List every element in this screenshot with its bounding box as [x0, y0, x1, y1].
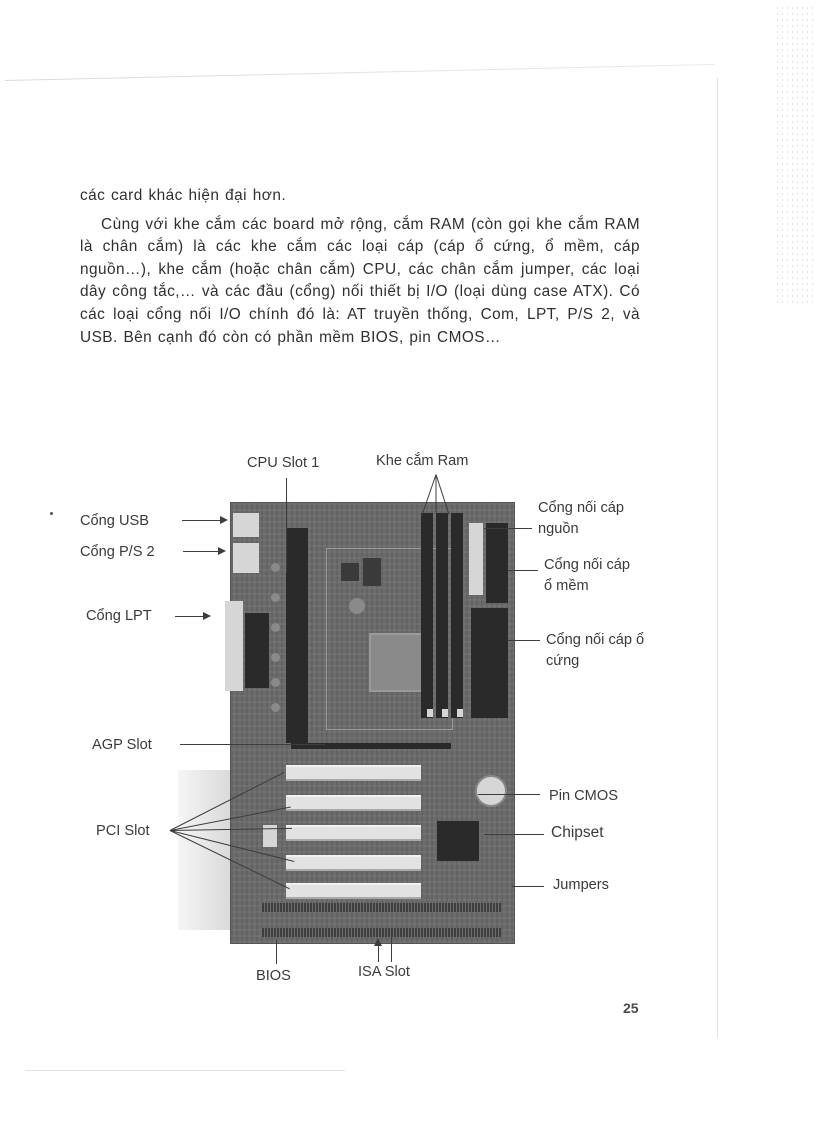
label-agp-slot: AGP Slot [92, 737, 152, 753]
pci-slot-3 [286, 825, 421, 841]
cpu-slot-shape [286, 528, 308, 743]
scan-page-edge-bottom [25, 1070, 345, 1071]
agp-slot-shape [291, 743, 451, 749]
northbridge-chip [369, 633, 423, 692]
small-chip [263, 825, 277, 847]
scan-noise [775, 5, 816, 305]
label-floppy-connector: Cổng nối cáp ổ mềm [544, 557, 631, 594]
page-number: 25 [623, 1000, 639, 1016]
arrow-usb-icon [220, 516, 228, 524]
cmos-battery-shape [475, 775, 507, 807]
label-lpt-port: Cổng LPT [86, 608, 152, 624]
body-text: các card khác hiện đại hơn. Cùng với khe… [80, 185, 640, 349]
ram-slot-1 [421, 513, 433, 718]
label-ps2-port: Cổng P/S 2 [80, 544, 155, 560]
label-cpu-slot: CPU Slot 1 [247, 455, 320, 471]
leader-usb [182, 520, 222, 521]
motherboard-photo [225, 502, 515, 944]
arrow-ps2-icon [218, 547, 226, 555]
ide-connector-shape [471, 608, 508, 718]
ps2-port-shape [233, 543, 259, 573]
label-ram-slot: Khe cắm Ram [376, 453, 469, 469]
leader-isa-2 [391, 930, 392, 962]
arrow-isa-icon [374, 938, 382, 946]
leader-cpu-slot [286, 478, 287, 573]
pci-slot-1 [286, 765, 421, 781]
leader-isa-1 [378, 943, 379, 962]
label-usb-port: Cổng USB [80, 513, 149, 529]
scan-page-edge-right [717, 78, 718, 1038]
leader-bios [276, 940, 277, 964]
leader-cmos [478, 794, 540, 795]
power-connector-shape [469, 523, 483, 595]
arrow-lpt-icon [203, 612, 211, 620]
floppy-connector-shape [486, 523, 508, 603]
pci-slot-4 [286, 855, 421, 871]
label-isa-slot: ISA Slot [358, 964, 410, 980]
ram-slot-3 [451, 513, 463, 718]
pci-slot-2 [286, 795, 421, 811]
isa-slot-2 [261, 928, 501, 937]
pci-slot-5 [286, 883, 421, 899]
leader-power [484, 528, 532, 529]
leader-chipset [484, 834, 544, 835]
label-power-connector: Cổng nối cáp nguồn [538, 500, 625, 537]
label-jumpers: Jumpers [553, 877, 609, 893]
label-cmos-battery: Pin CMOS [549, 788, 618, 804]
chipset-shape [437, 821, 479, 861]
leader-hdd [508, 640, 540, 641]
label-pci-slot: PCI Slot [96, 823, 150, 839]
io-block [245, 613, 269, 688]
usb-port-shape [233, 513, 259, 537]
ram-slot-2 [436, 513, 448, 718]
leader-floppy [508, 570, 538, 571]
label-bios: BIOS [256, 968, 291, 984]
leader-lpt [175, 616, 205, 617]
isa-slot-1 [261, 903, 501, 912]
paragraph-io-ports: Cùng với khe cắm các board mở rộng, cắm … [80, 215, 640, 346]
leader-jumpers [512, 886, 544, 887]
lpt-port-shape [225, 601, 243, 691]
leader-ps2 [183, 551, 220, 552]
leader-agp [180, 744, 325, 745]
scan-dot [50, 512, 53, 515]
paragraph-continuation: các card khác hiện đại hơn. [80, 187, 287, 204]
label-chipset: Chipset [551, 824, 604, 841]
label-hdd-connector: Cổng nối cáp ổ cứng [546, 632, 645, 669]
photo-background [178, 770, 233, 930]
